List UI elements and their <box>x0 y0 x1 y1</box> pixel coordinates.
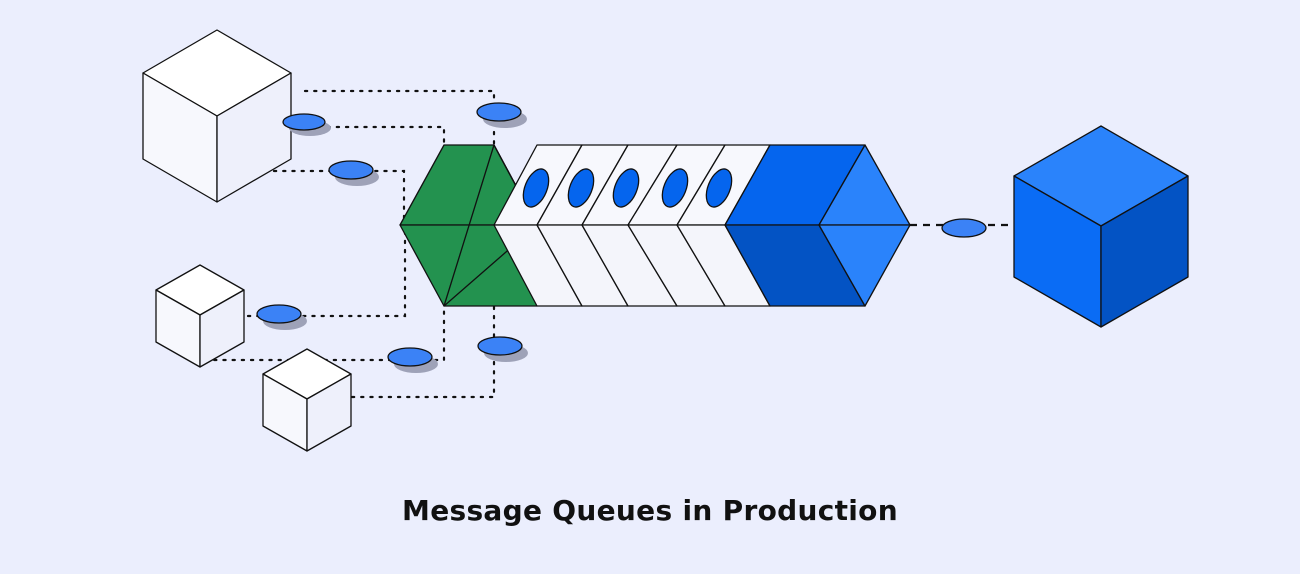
message-token <box>941 218 987 238</box>
message-token <box>476 102 527 128</box>
message-token <box>256 304 307 330</box>
connector-wire <box>350 304 496 399</box>
message-token <box>282 113 331 136</box>
connector-wire <box>203 304 446 362</box>
connectors <box>203 89 1014 399</box>
message-queue <box>399 144 911 307</box>
queued-message <box>522 168 550 208</box>
producer-cube-small <box>262 348 352 452</box>
message-token <box>477 336 528 362</box>
queued-message <box>705 168 733 208</box>
queue-tail <box>724 144 911 307</box>
queued-message <box>567 168 595 208</box>
connector-wire <box>298 125 446 147</box>
connector-wire <box>303 89 496 147</box>
queued-message <box>612 168 640 208</box>
connector-wire <box>246 230 407 318</box>
connector-wire <box>272 169 406 220</box>
message-token <box>387 347 438 373</box>
messages-in-transit <box>256 102 987 373</box>
consumer-cube <box>1013 125 1189 328</box>
queued-message <box>661 168 689 208</box>
producer-cube-small <box>155 264 245 368</box>
diagram-title: Message Queues in Production <box>402 494 898 527</box>
producer-cube-large <box>142 29 292 203</box>
message-token <box>328 160 379 186</box>
queue-slot-messages <box>522 168 733 208</box>
queue-head <box>399 144 538 307</box>
